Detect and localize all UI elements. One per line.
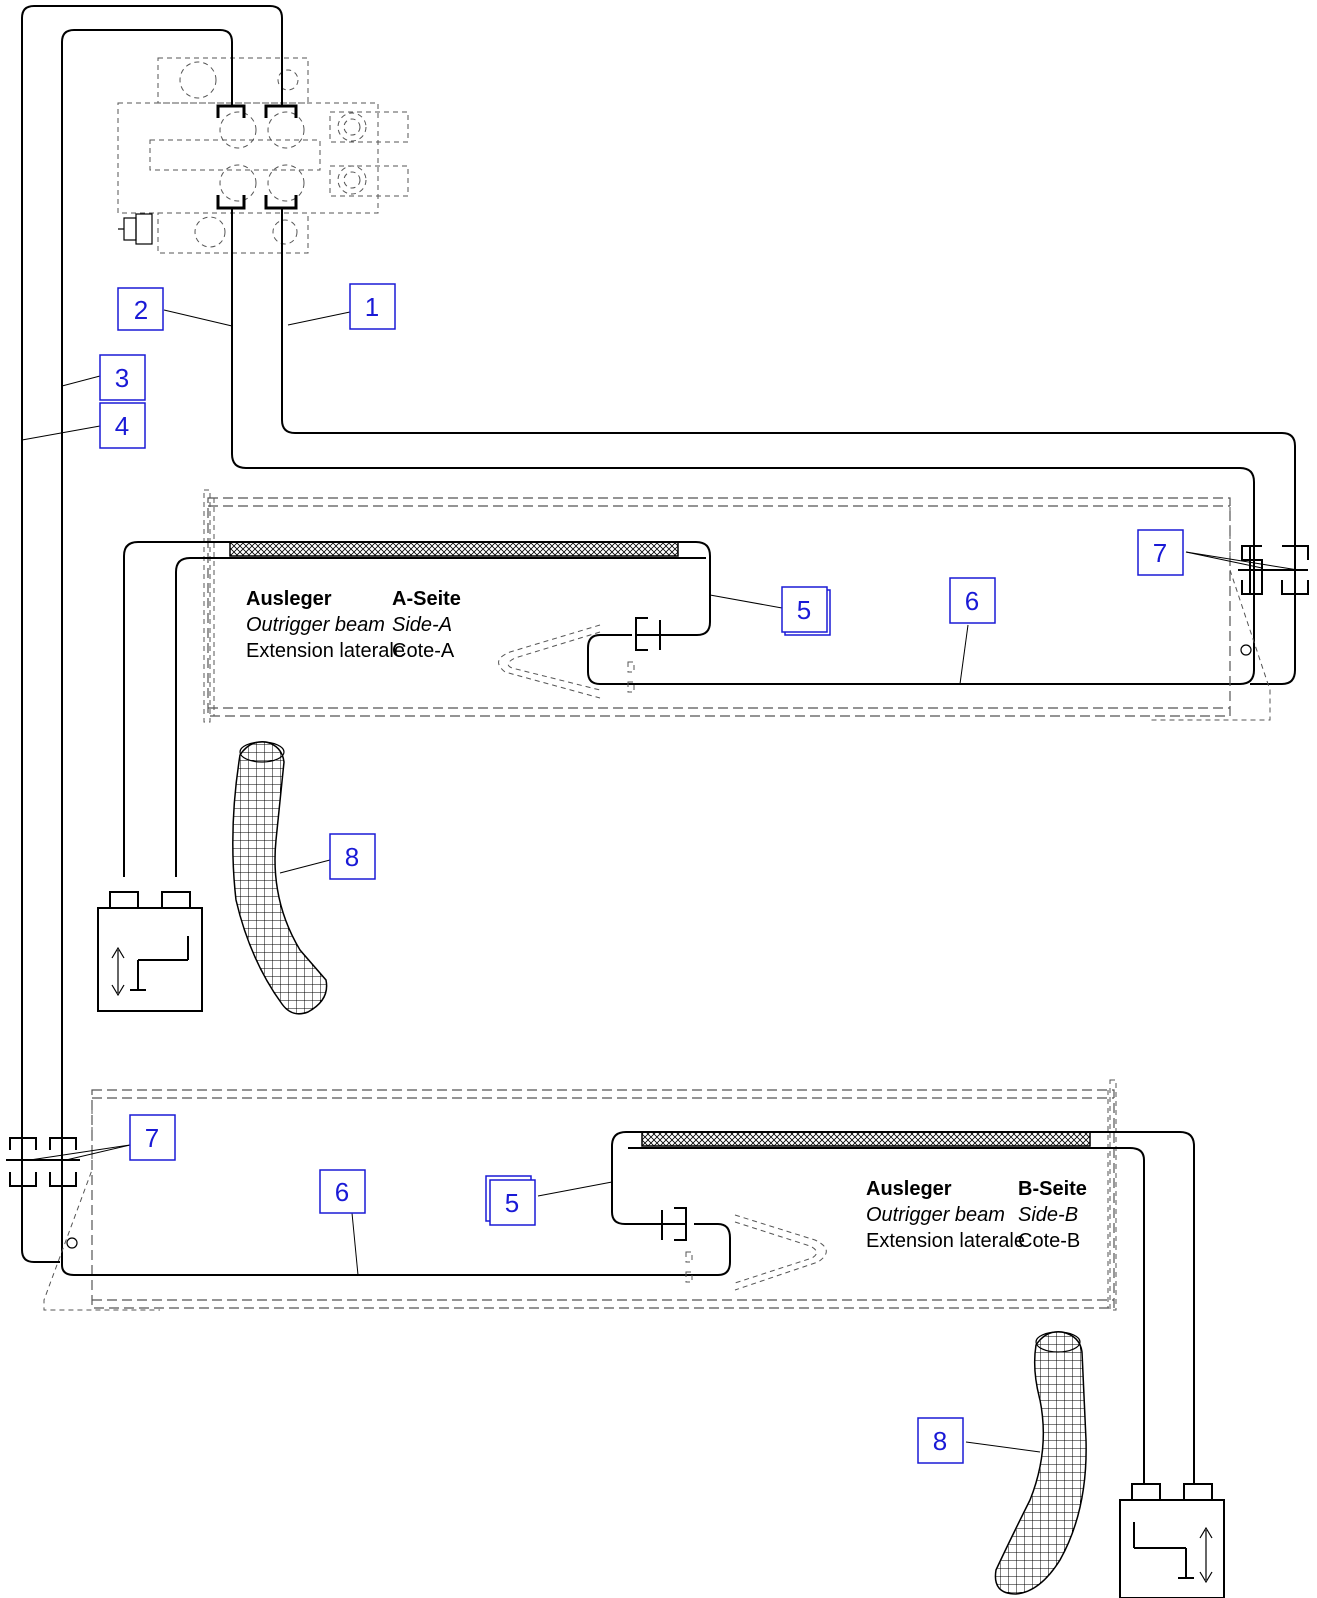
side-a-title: Ausleger xyxy=(246,588,332,610)
svg-text:6: 6 xyxy=(965,586,979,616)
side-b-fr-side: Cote-B xyxy=(1018,1230,1080,1252)
svg-text:7: 7 xyxy=(145,1123,159,1153)
protective-hose-sleeve-icon xyxy=(994,1331,1087,1595)
callout-2: 2 xyxy=(117,287,164,331)
protective-hose-sleeve-icon xyxy=(232,741,328,1015)
side-a-fr-title: Extension laterale xyxy=(246,640,405,662)
outrigger-beam-side-a xyxy=(203,489,1271,723)
protective-sleeve-side-b xyxy=(641,1131,1091,1147)
hose-coupling-icon xyxy=(650,1207,693,1283)
hose-3 xyxy=(61,29,233,1262)
protective-sleeve-side-a xyxy=(229,541,679,557)
callout-5-side-a: 5 xyxy=(781,586,831,636)
hose-coupling-icon xyxy=(6,1137,80,1187)
hydraulic-cylinder-icon xyxy=(1119,1483,1225,1598)
callout-8-side-a: 8 xyxy=(329,833,376,880)
hose-5-side-b xyxy=(611,1131,1195,1485)
side-b-title: Ausleger xyxy=(866,1178,952,1200)
svg-text:5: 5 xyxy=(505,1188,519,1218)
svg-text:6: 6 xyxy=(335,1177,349,1207)
callout-7-side-a: 7 xyxy=(1137,529,1184,576)
side-a-fr-side: Cote-A xyxy=(392,640,455,662)
side-b-side: B-Seite xyxy=(1018,1178,1087,1200)
side-a-en-title: Outrigger beam xyxy=(246,614,385,636)
valve-port-fittings xyxy=(216,104,298,210)
side-a-side: A-Seite xyxy=(392,588,461,610)
svg-text:3: 3 xyxy=(115,363,129,393)
hose-2 xyxy=(231,208,1255,685)
hose-coupling-icon xyxy=(627,617,670,693)
callout-8-side-b: 8 xyxy=(917,1417,964,1464)
callout-7-side-b: 7 xyxy=(129,1114,176,1161)
outrigger-beam-side-b xyxy=(43,1079,1117,1311)
hose-6-side-b xyxy=(628,1147,1145,1485)
hose-1 xyxy=(281,208,1296,685)
hose-5-side-a xyxy=(123,541,711,877)
svg-text:5: 5 xyxy=(797,595,811,625)
svg-text:1: 1 xyxy=(365,292,379,322)
control-valve-block-icon xyxy=(117,57,409,254)
hose-6-side-a xyxy=(175,557,706,877)
callout-4: 4 xyxy=(99,402,146,449)
hose-side-b-return xyxy=(61,1223,731,1276)
svg-text:2: 2 xyxy=(134,295,148,325)
svg-text:8: 8 xyxy=(933,1426,947,1456)
hydraulic-cylinder-icon xyxy=(97,891,203,1012)
callout-6-side-b: 6 xyxy=(319,1169,366,1214)
callout-1: 1 xyxy=(349,283,396,330)
svg-text:7: 7 xyxy=(1153,538,1167,568)
svg-text:8: 8 xyxy=(345,842,359,872)
callout-6-side-a: 6 xyxy=(949,577,996,624)
side-b-en-side: Side-B xyxy=(1018,1204,1078,1226)
svg-text:4: 4 xyxy=(115,411,129,441)
leader-lines xyxy=(21,309,1299,1453)
side-b-fr-title: Extension laterale xyxy=(866,1230,1025,1252)
side-b-en-title: Outrigger beam xyxy=(866,1204,1005,1226)
side-a-en-side: Side-A xyxy=(392,614,452,636)
callout-5-side-b: 5 xyxy=(485,1175,536,1226)
hose-4 xyxy=(21,5,283,1263)
callout-3: 3 xyxy=(99,354,146,401)
